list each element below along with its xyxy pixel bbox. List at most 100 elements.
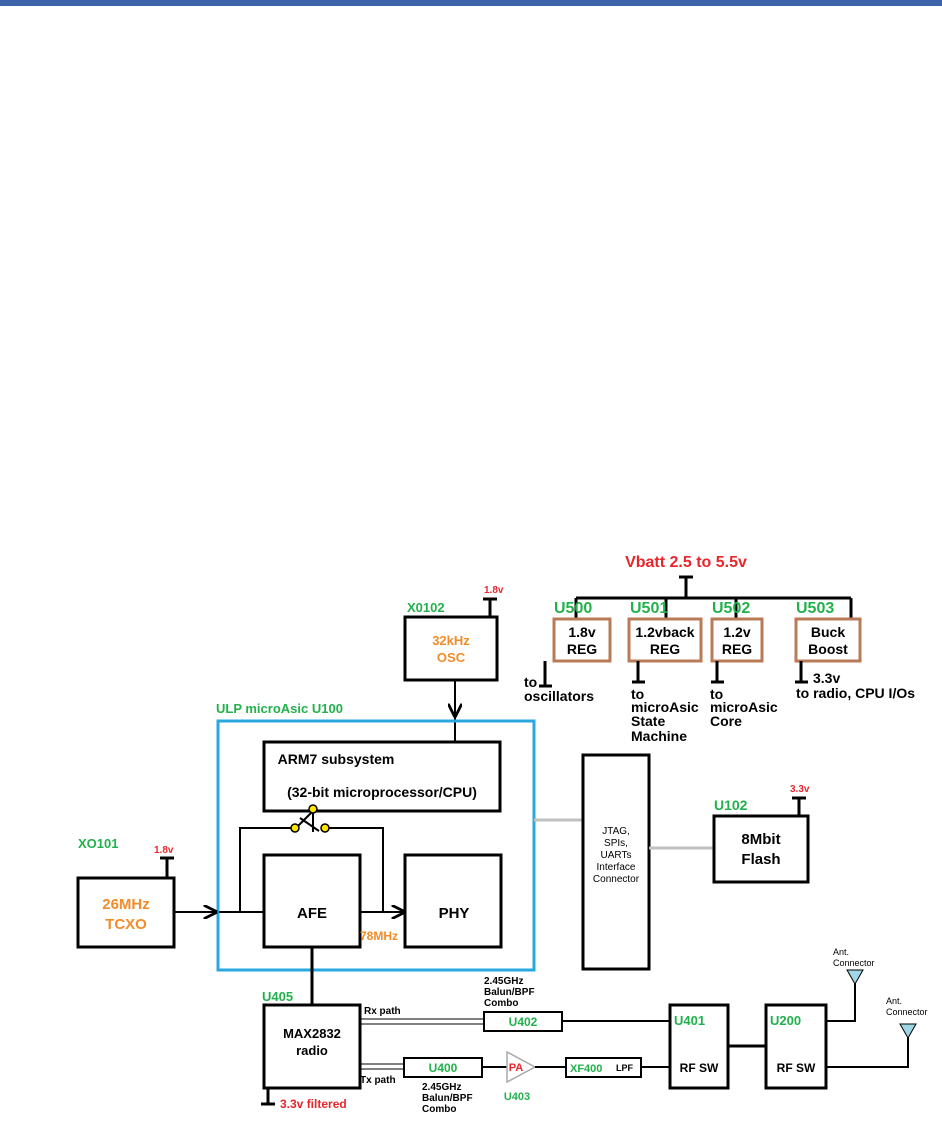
- balun-rx-id: U402: [509, 1015, 538, 1029]
- osc32-line2: OSC: [437, 650, 466, 665]
- radio-line1: MAX2832: [283, 1026, 341, 1041]
- pa-triangle: [506, 1050, 537, 1084]
- antenna-feed: [826, 1036, 909, 1068]
- afe-box: [262, 853, 362, 949]
- regulator-u503: U503 Buck Boost 3.3v to radio, CPU I/Os: [794, 600, 915, 701]
- tcxo-id: XO101: [78, 836, 118, 851]
- radio-line2: radio: [296, 1043, 328, 1058]
- interface-line3: UARTs: [601, 850, 632, 861]
- flash-block: U102 3.3v 8Mbit Flash: [712, 784, 810, 884]
- arm-line1: ARM7 subsystem: [278, 751, 395, 767]
- regulator-out-3: State: [631, 713, 665, 729]
- regulator-u500: U500 1.8v REG to oscillators: [524, 600, 612, 704]
- switch-contact-right: [320, 823, 330, 833]
- rf-switch-u401: U401 RF SW: [668, 1003, 766, 1090]
- rf-switch-id: U401: [674, 1013, 705, 1028]
- flash-id: U102: [714, 797, 748, 813]
- regulator-out-2: microAsic: [631, 699, 699, 715]
- radio-block: U405 MAX2832 radio 3.3v filtered Rx path…: [261, 947, 484, 1111]
- asic-label: ULP microAsic U100: [216, 701, 343, 716]
- regulator-out-4: Machine: [631, 728, 687, 744]
- balun-rx-desc3: Combo: [484, 998, 518, 1009]
- pa-block: PA U403: [504, 1050, 566, 1103]
- clock-bypass-line: [239, 827, 296, 912]
- antenna-label-1: Ant.: [886, 996, 902, 1006]
- antenna-icon: [846, 969, 864, 986]
- osc32-box: [403, 615, 499, 682]
- switch-contact-top: [308, 804, 318, 814]
- antenna-2: Ant. Connector: [826, 996, 928, 1068]
- regulator-line2: REG: [567, 641, 597, 657]
- arm-subsystem-box: [262, 740, 502, 813]
- regulator-out-1: to: [710, 686, 723, 702]
- afe-label: AFE: [297, 905, 327, 922]
- asic-block: ULP microAsic U100 ARM7 subsystem (32-bi…: [216, 701, 536, 972]
- regulator-id: U500: [554, 600, 592, 617]
- pa-label: PA: [509, 1062, 524, 1074]
- regulator-box: [627, 617, 703, 663]
- clock-78mhz-label: 78MHz: [360, 929, 398, 943]
- arm-line2: (32-bit microprocessor/CPU): [287, 784, 477, 800]
- radio-id: U405: [262, 989, 293, 1004]
- flash-supply: 3.3v: [790, 784, 810, 795]
- regulator-box: [552, 617, 612, 663]
- balun-tx: U400 2.45GHz Balun/BPF Combo: [403, 1057, 507, 1115]
- tcxo-line2: TCXO: [105, 916, 147, 933]
- radio-supply: 3.3v filtered: [280, 1097, 347, 1111]
- regulator-line1: Buck: [811, 624, 845, 640]
- interface-line4: Interface: [597, 862, 636, 873]
- asic-border: [216, 719, 536, 972]
- interface-line5: Connector: [593, 874, 640, 885]
- rx-path-label: Rx path: [364, 1006, 401, 1017]
- interface-line2: SPIs,: [604, 838, 628, 849]
- rf-switch-id: U200: [770, 1013, 801, 1028]
- balun-tx-id: U400: [429, 1061, 458, 1075]
- regulator-id: U501: [630, 600, 668, 617]
- balun-tx-desc3: Combo: [422, 1104, 456, 1115]
- antenna-label-2: Connector: [886, 1007, 928, 1017]
- regulator-line1: 1.2v: [723, 624, 750, 640]
- regulator-id: U503: [796, 600, 834, 617]
- tcxo-supply: 1.8v: [154, 845, 174, 856]
- regulator-u501: U501 1.2vback REG to microAsic State Mac…: [627, 600, 703, 744]
- regulator-out-2: oscillators: [524, 688, 594, 704]
- regulator-box: [710, 617, 764, 663]
- switch-crossing: [299, 817, 320, 832]
- regulator-line2: Boost: [808, 641, 848, 657]
- vbatt-label: Vbatt 2.5 to 5.5v: [625, 554, 747, 571]
- interface-box: [581, 753, 651, 971]
- header-bar: [0, 0, 942, 6]
- rf-switch-box: [764, 1003, 828, 1090]
- balun-rx-desc1: 2.45GHz: [484, 976, 523, 987]
- regulator-line1: 1.2vback: [635, 624, 694, 640]
- balun-rx: 2.45GHz Balun/BPF Combo U402: [483, 976, 670, 1032]
- pa-id: U403: [504, 1091, 530, 1103]
- balun-rx-desc2: Balun/BPF: [484, 987, 535, 998]
- regulator-out-1: to: [631, 686, 644, 702]
- osc32-supply: 1.8v: [484, 585, 504, 596]
- flash-line2: Flash: [741, 851, 780, 868]
- interface-connector: JTAG, SPIs, UARTs Interface Connector: [534, 753, 714, 971]
- regulator-out-1: 3.3v: [813, 670, 840, 686]
- interface-line1: JTAG,: [602, 826, 630, 837]
- osc32-id: X0102: [407, 600, 445, 615]
- balun-tx-desc1: 2.45GHz: [422, 1082, 461, 1093]
- balun-tx-desc2: Balun/BPF: [422, 1093, 473, 1104]
- rf-switch-u200: U200 RF SW: [764, 999, 856, 1090]
- antenna-1: Ant. Connector: [833, 947, 875, 999]
- lpf-label: LPF: [616, 1063, 634, 1073]
- lpf-block: XF400 LPF: [565, 1057, 670, 1078]
- radio-box: [262, 1003, 362, 1090]
- regulator-box: [794, 617, 862, 663]
- regulator-out-1: to: [524, 674, 537, 690]
- phy-label: PHY: [439, 905, 470, 922]
- antenna-icon: [899, 1023, 917, 1040]
- osc32-line1: 32kHz: [432, 633, 470, 648]
- flash-line1: 8Mbit: [741, 831, 780, 848]
- osc32-block: X0102 1.8v 32kHz OSC: [403, 585, 504, 742]
- rf-switch-label: RF SW: [680, 1061, 719, 1075]
- sw-to-antenna1-line: [826, 999, 856, 1022]
- regulator-line1: 1.8v: [568, 624, 595, 640]
- regulator-out-3: Core: [710, 713, 742, 729]
- regulator-out-2: microAsic: [710, 699, 778, 715]
